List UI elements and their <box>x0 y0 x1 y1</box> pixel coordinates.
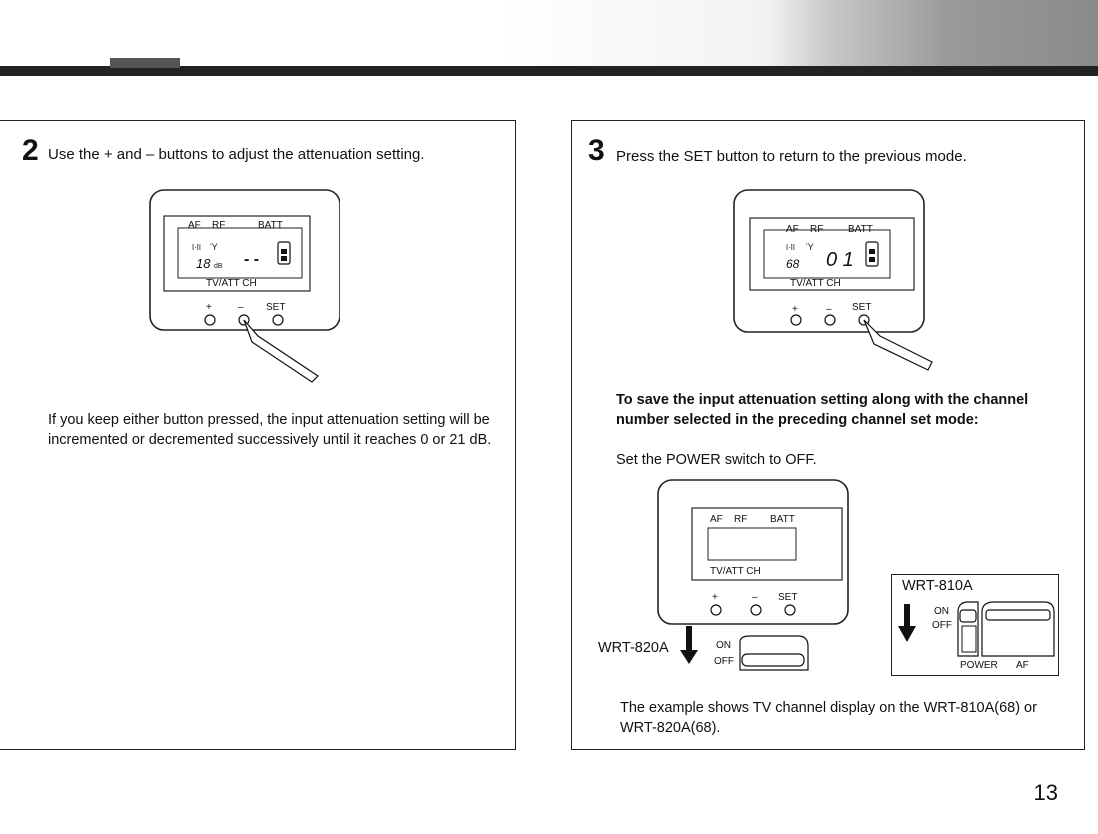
step3-panel <box>571 120 1085 750</box>
lcd-att-digits: 18 <box>196 256 211 271</box>
power-label: POWER <box>960 660 998 671</box>
header-graphic <box>0 0 1098 76</box>
wrt810-model-label: WRT-810A <box>902 578 973 594</box>
header-band <box>0 0 1098 80</box>
battery-icon <box>277 241 291 265</box>
minus-button[interactable] <box>238 314 250 326</box>
switch-on-label: ON <box>716 640 731 651</box>
lcd-antenna-icon: Ύ <box>806 242 814 252</box>
lcd-label-af: AF <box>786 224 799 235</box>
transmitter-illustration-step2: AF RF BATT TV/ATT CH ǀ·ǀǀ Ύ 18 dB - - + … <box>149 189 340 383</box>
lcd-channel-number: 0 1 <box>826 249 854 271</box>
switch-off-label: OFF <box>932 620 952 631</box>
wrt820-power-switch: ON OFF <box>680 626 809 671</box>
step3-instruction: Press the SET button to return to the pr… <box>616 148 967 165</box>
wrt810-switch-box <box>891 574 1059 676</box>
lcd-label-tvatt: TV/ATT CH <box>790 278 841 289</box>
minus-button[interactable] <box>824 314 836 326</box>
transmitter-illustration-off: AF RF BATT TV/ATT CH + – SET <box>657 479 849 625</box>
set-button[interactable] <box>784 604 796 616</box>
step2-panel <box>0 120 516 750</box>
plus-button[interactable] <box>204 314 216 326</box>
lcd-label-af: AF <box>710 514 723 525</box>
set-label: SET <box>852 302 871 313</box>
plus-label: + <box>792 304 798 315</box>
lcd-af-meter-icon: ǀ·ǀǀ <box>192 243 201 252</box>
lcd-tv-digits: 68 <box>786 257 800 271</box>
lcd-label-batt: BATT <box>848 224 873 235</box>
set-button[interactable] <box>858 314 870 326</box>
minus-label: – <box>238 302 244 313</box>
plus-label: + <box>206 302 212 313</box>
lcd-af-meter-icon: ǀ·ǀǀ <box>786 243 795 252</box>
minus-label: – <box>826 304 832 315</box>
step3-number: 3 <box>588 134 605 167</box>
lcd-channel-dashes: - - <box>244 251 259 268</box>
set-label: SET <box>266 302 285 313</box>
wrt820-model-label: WRT-820A <box>598 640 669 656</box>
step2-note: If you keep either button pressed, the i… <box>48 412 492 448</box>
lcd-label-tvatt: TV/ATT CH <box>206 278 257 289</box>
lcd-label-batt: BATT <box>258 220 283 231</box>
lcd-att-unit: dB <box>214 263 223 270</box>
switch-off-label: OFF <box>714 656 734 667</box>
af-label: AF <box>1016 660 1029 671</box>
lcd-label-rf: RF <box>810 224 823 235</box>
step3-example-note: The example shows TV channel display on … <box>620 700 1037 736</box>
af-control[interactable] <box>985 609 1051 621</box>
step3-note: Set the POWER switch to OFF. <box>616 452 817 468</box>
slide-switch-knob[interactable] <box>741 653 805 667</box>
battery-icon <box>865 241 879 267</box>
plus-label: + <box>712 592 718 603</box>
pen-stylus-icon <box>243 319 319 383</box>
set-label: SET <box>778 592 797 603</box>
step3-bold-note: To save the input attenuation setting al… <box>616 392 1029 428</box>
arrow-down-icon <box>898 626 916 642</box>
lcd-label-tvatt: TV/ATT CH <box>710 566 761 577</box>
lcd-label-af: AF <box>188 220 201 231</box>
lcd-label-batt: BATT <box>770 514 795 525</box>
transmitter-illustration-step3: AF RF BATT TV/ATT CH ǀ·ǀǀ Ύ 68 0 1 + – S… <box>733 189 933 371</box>
set-button[interactable] <box>272 314 284 326</box>
lcd-antenna-icon: Ύ <box>210 242 218 252</box>
lcd-label-rf: RF <box>734 514 747 525</box>
step2-instruction: Use the + and – buttons to adjust the at… <box>48 146 425 163</box>
arrow-down-icon <box>680 650 698 664</box>
switch-on-label: ON <box>934 606 949 617</box>
wrt810-power-switch: ON OFF POWER AF <box>898 601 1055 671</box>
slide-switch-knob[interactable] <box>959 609 977 623</box>
lcd-label-rf: RF <box>212 220 225 231</box>
plus-button[interactable] <box>710 604 722 616</box>
page-number: 13 <box>1033 780 1058 805</box>
step2-number: 2 <box>22 134 39 167</box>
pen-stylus-icon <box>863 319 933 371</box>
minus-label: – <box>752 592 758 603</box>
minus-button[interactable] <box>750 604 762 616</box>
plus-button[interactable] <box>790 314 802 326</box>
